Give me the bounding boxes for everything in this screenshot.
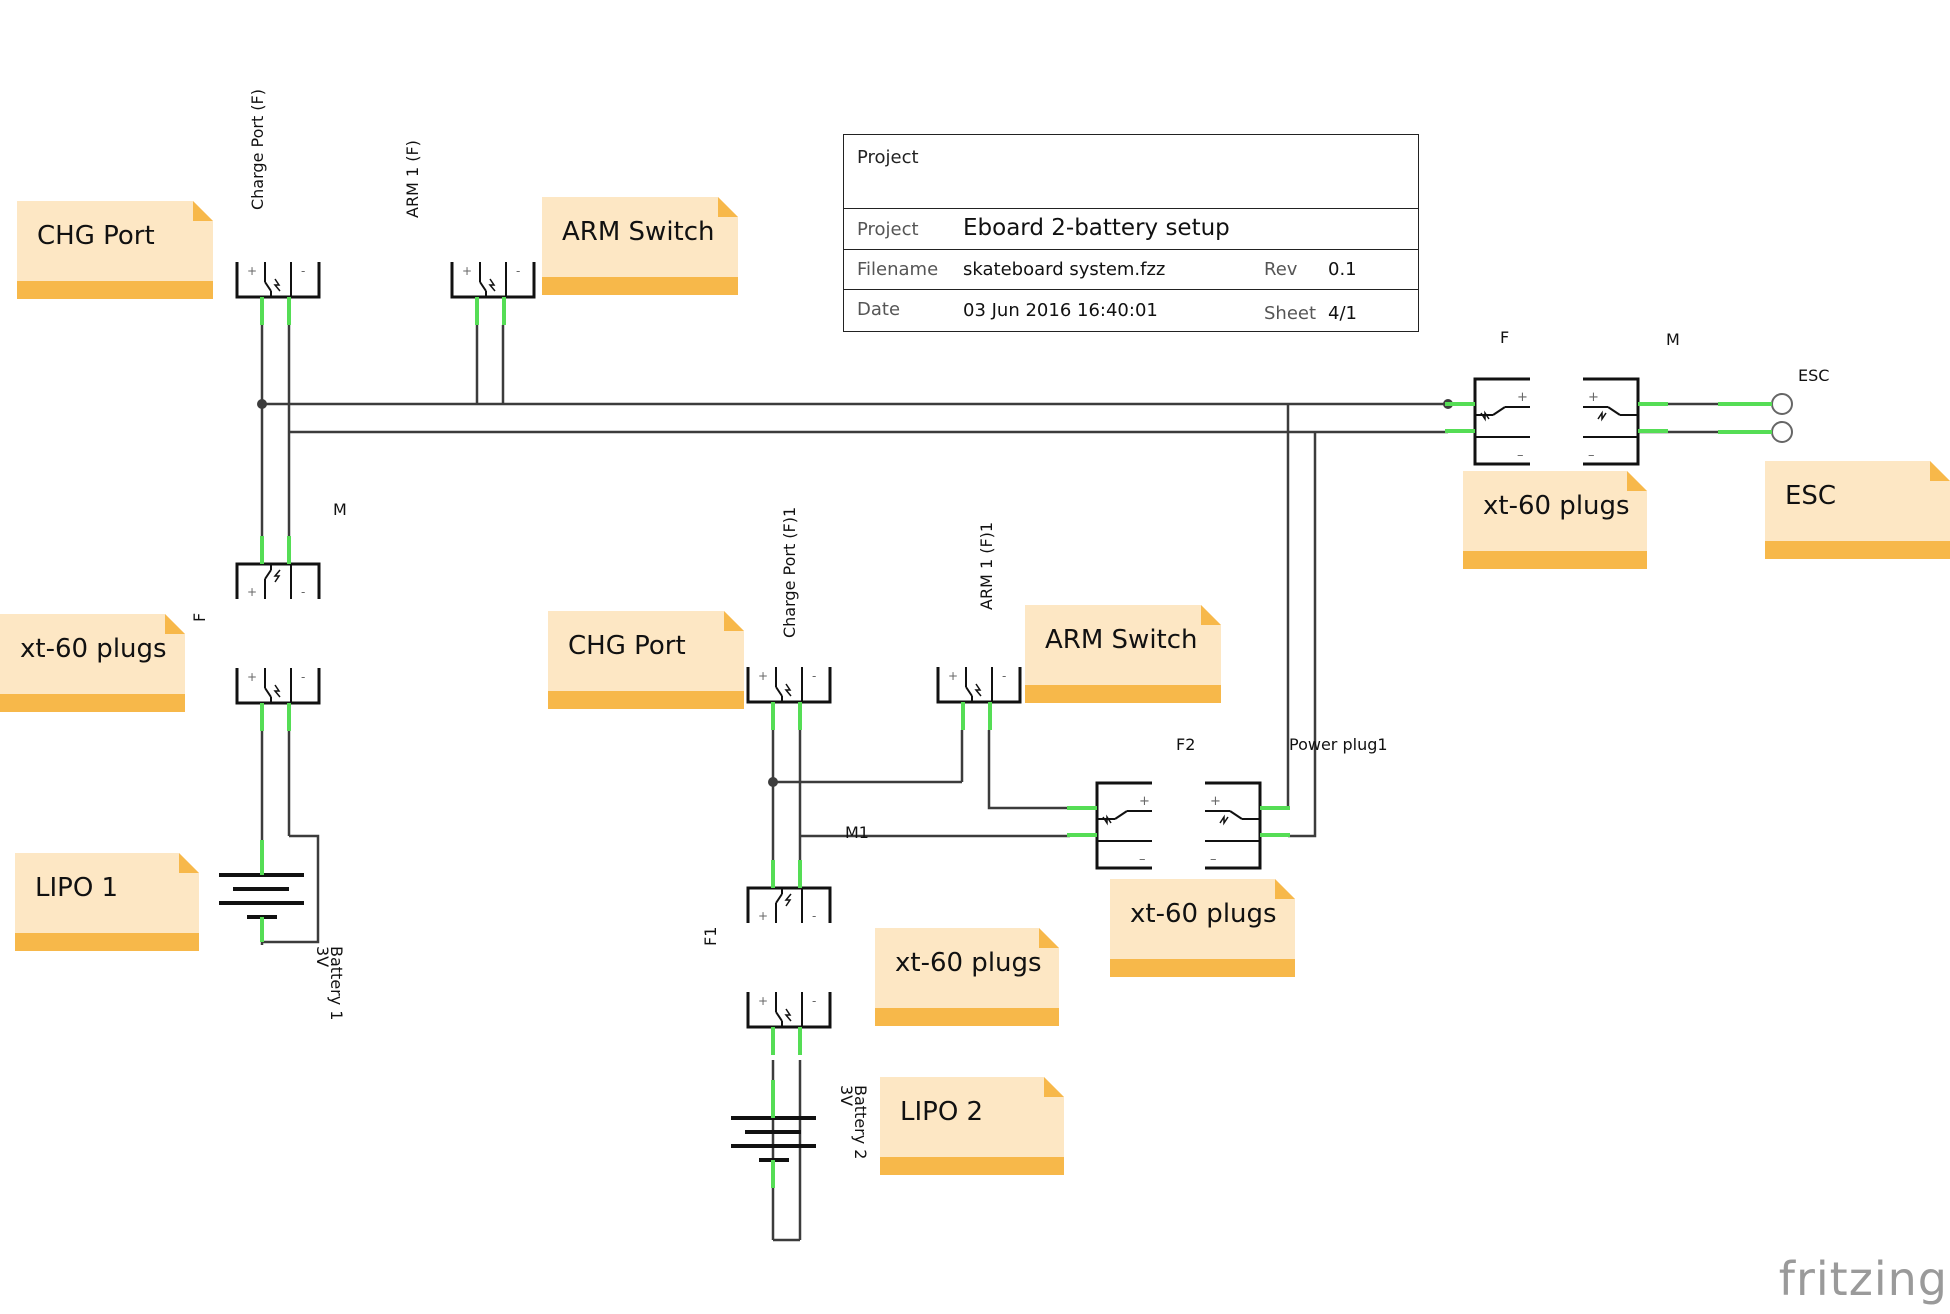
title-block: Project Project Eboard 2-battery setup F…	[843, 134, 1419, 332]
date-label: Date	[857, 299, 901, 320]
xt60-right-male	[1581, 377, 1670, 466]
arm1-connector-2	[936, 665, 1022, 732]
label-battery1-v: 3V	[313, 946, 332, 968]
rev-value: 0.1	[1328, 259, 1357, 280]
filename-value: skateboard system.fzz	[963, 259, 1166, 280]
wire-pp1-b	[1288, 432, 1317, 838]
xt60-left-male	[235, 534, 321, 601]
note-chg-port-2[interactable]: CHG Port	[548, 611, 744, 709]
xt60-f2-male	[1203, 781, 1292, 870]
note-arm-switch-1[interactable]: ARM Switch	[542, 197, 738, 295]
label-f1: F1	[701, 926, 720, 946]
label-f-right: F	[1500, 328, 1510, 347]
label-m-left: M	[333, 500, 347, 519]
note-text: CHG Port	[37, 221, 155, 251]
note-text: LIPO 1	[35, 873, 119, 903]
label-arm1-f1: ARM 1 (F)1	[977, 521, 996, 610]
note-xt60-left[interactable]: xt-60 plugs	[0, 614, 185, 712]
note-xt60-right[interactable]: xt-60 plugs	[1463, 471, 1647, 569]
sheet-label: Sheet	[1264, 303, 1317, 324]
label-charge-port-f: Charge Port (F)	[248, 89, 267, 210]
note-text: CHG Port	[568, 631, 686, 661]
label-esc: ESC	[1798, 366, 1830, 385]
xt60-left-female	[235, 666, 321, 733]
note-text: xt-60 plugs	[895, 948, 1042, 978]
label-m-right: M	[1666, 330, 1680, 349]
esc-terminal-bottom	[1771, 421, 1793, 443]
charge-port-connector	[235, 260, 321, 327]
sheet-value: 4/1	[1328, 303, 1357, 324]
note-xt60-mid[interactable]: xt-60 plugs	[875, 928, 1059, 1026]
xt60-mid-female	[746, 990, 832, 1057]
arm1-connector	[450, 260, 536, 327]
note-text: ARM Switch	[562, 217, 715, 247]
xt60-right-female	[1443, 377, 1532, 466]
note-text: LIPO 2	[900, 1097, 984, 1127]
fritzing-watermark: fritzing	[1778, 1252, 1948, 1306]
junction-dot	[257, 399, 267, 409]
note-text: xt-60 plugs	[1483, 491, 1630, 521]
label-f-left: F	[190, 612, 209, 622]
label-m1: M1	[845, 823, 869, 842]
label-f2: F2	[1176, 735, 1196, 754]
xt60-mid-male	[746, 858, 832, 925]
junction-dot	[768, 777, 778, 787]
note-lipo-1[interactable]: LIPO 1	[15, 853, 199, 951]
label-charge-port-f1: Charge Port (F)1	[780, 506, 799, 638]
note-text: xt-60 plugs	[20, 634, 167, 664]
project-label: Project	[857, 219, 919, 240]
label-power-plug1: Power plug1	[1289, 735, 1388, 754]
note-text: xt-60 plugs	[1130, 899, 1277, 929]
note-arm-switch-2[interactable]: ARM Switch	[1025, 605, 1221, 703]
filename-label: Filename	[857, 259, 939, 280]
wire-batt1-loop	[262, 834, 320, 944]
label-arm1-f: ARM 1 (F)	[403, 140, 422, 218]
note-esc[interactable]: ESC	[1765, 461, 1950, 559]
date-value: 03 Jun 2016 16:40:01	[963, 300, 1158, 321]
title-block-header: Project	[857, 147, 919, 168]
xt60-f2-female	[1065, 781, 1154, 870]
note-text: ESC	[1785, 481, 1837, 511]
esc-terminal-top	[1771, 393, 1793, 415]
wire-arm2-b	[987, 730, 1070, 810]
project-value: Eboard 2-battery setup	[963, 215, 1230, 241]
note-text: ARM Switch	[1045, 625, 1198, 655]
note-chg-port-1[interactable]: CHG Port	[17, 201, 213, 299]
note-xt60-f2[interactable]: xt-60 plugs	[1110, 879, 1295, 977]
note-lipo-2[interactable]: LIPO 2	[880, 1077, 1064, 1175]
charge-port-connector-2	[746, 665, 832, 732]
battery-1-symbol	[217, 873, 306, 919]
label-battery2-v: 3V	[837, 1085, 856, 1107]
rev-label: Rev	[1264, 259, 1298, 280]
